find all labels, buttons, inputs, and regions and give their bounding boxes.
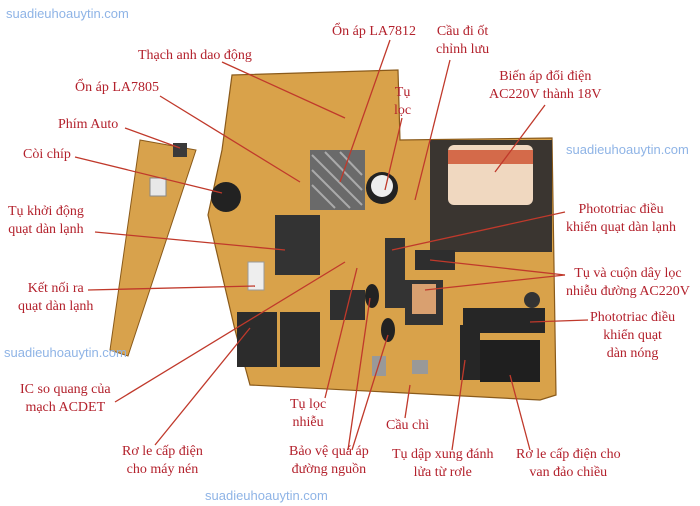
label-line: van đảo chiều [529,465,608,480]
leader-lines [74,39,589,451]
label-line: Rơ le cấp điện [122,444,203,459]
buzzer [211,182,241,212]
label-filter-cap: Tụ lọc [394,84,411,120]
label-line: IC so quang của [20,382,111,397]
label-line: AC220V thành 18V [489,87,602,102]
watermark: suadieuhoauytin.com [205,488,328,503]
label-line: Tụ [394,85,411,100]
label-line: lọc [394,103,412,118]
label-line: quạt dàn lạnh [8,222,84,237]
label-crystal: Thạch anh dao động [138,47,252,65]
label-line: chỉnh lưu [436,42,490,57]
label-auto-key: Phím Auto [58,116,118,134]
watermark: suadieuhoauytin.com [6,6,129,21]
label-line: nhiễu [292,415,324,430]
label-line: Tụ lọc [290,397,327,412]
label-buzzer: Còi chíp [23,146,71,164]
auto-key-button [173,143,187,157]
label-line: Biến áp đổi điện [499,69,592,84]
label-fuse: Cầu chì [386,417,429,435]
label-indoor-fan-connector: Kết nối ra quạt dàn lạnh [18,280,93,316]
label-line: Ổn áp LA7805 [75,80,159,95]
label-line: nhiễu đường AC220V [566,284,690,299]
fan-connector [247,261,265,291]
label-snubber: Tụ dập xung đánh lửa từ rơle [392,446,493,482]
label-indoor-fan-cap: Tụ khởi động quạt dàn lạnh [8,203,84,239]
label-line: Rơ le cấp điện cho [516,447,621,462]
fuse [372,356,386,376]
label-compressor-relay: Rơ le cấp điện cho máy nén [122,443,203,479]
strip-connector [149,177,167,197]
label-line: lửa từ rơle [413,465,472,480]
label-line: Còi chíp [23,147,71,162]
heatsink [310,150,365,210]
label-valve-relay: Rơ le cấp điện cho van đảo chiều [516,446,621,482]
label-outdoor-fan-phototriac: Phototriac điều khiển quạt dàn nóng [590,309,675,363]
watermark: suadieuhoauytin.com [4,345,127,360]
label-la7805: Ổn áp LA7805 [75,79,159,97]
label-line: Kết nối ra [27,281,84,296]
key-board-strip [109,139,197,357]
label-line: cho máy nén [126,462,199,477]
label-line: khiển quạt dàn lạnh [566,220,677,235]
label-line: Phototriac điều [578,202,664,217]
label-line: Tụ và cuộn dây lọc [574,266,682,281]
label-line: Ổn áp LA7812 [332,24,416,39]
label-diode-bridge: Cầu đi ốt chỉnh lưu [436,23,489,59]
label-line: đường nguồn [291,462,367,477]
label-line: Cầu chì [386,418,430,433]
label-indoor-fan-phototriac: Phototriac điều khiển quạt dàn lạnh [566,201,676,237]
label-noise-cap: Tụ lọc nhiễu [290,396,326,432]
label-line: Bảo vệ quá áp [289,444,369,459]
label-ac-filter: Tụ và cuộn dây lọc nhiễu đường AC220V [566,265,690,301]
label-overvoltage: Bảo vệ quá áp đường nguồn [289,443,369,479]
label-line: Phím Auto [58,117,119,132]
label-line: Tụ khởi động [8,204,84,219]
label-line: khiển quạt [603,328,662,343]
fan-capacitor [275,215,320,275]
watermark: suadieuhoauytin.com [566,142,689,157]
label-line: Tụ dập xung đánh [392,447,494,462]
label-acdet-ic: IC so quang của mạch ACDET [20,381,111,417]
compressor-relay [237,312,277,367]
label-line: mạch ACDET [25,400,106,415]
label-line: quạt dàn lạnh [18,299,94,314]
label-la7812: Ổn áp LA7812 [332,23,416,41]
label-line: Thạch anh dao động [138,48,252,63]
label-line: dàn nóng [606,346,659,361]
label-line: Phototriac điều [590,310,676,325]
label-line: Cầu đi ốt [436,24,489,39]
